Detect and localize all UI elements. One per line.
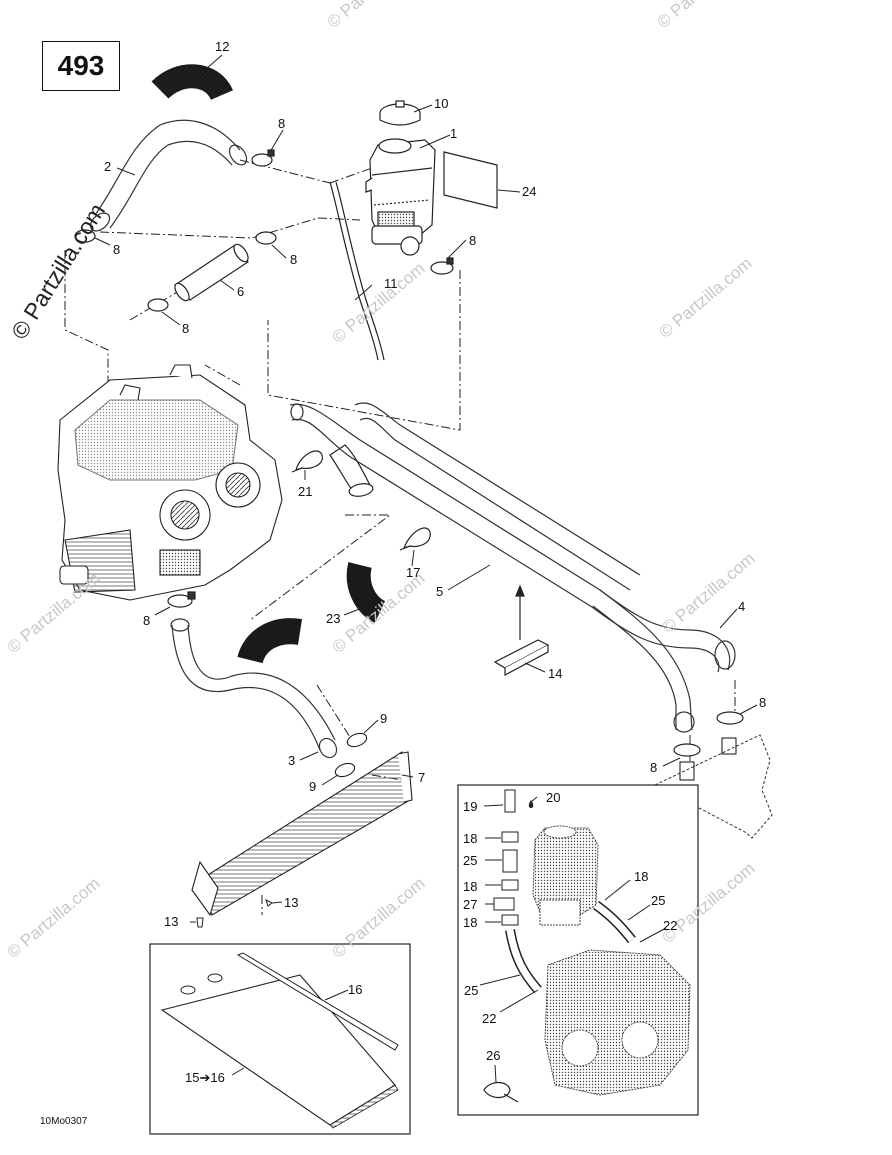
coolant-reservoir: [365, 138, 436, 256]
elbow-hose: [329, 444, 374, 497]
callout-27: 27: [463, 897, 478, 912]
page-number-box: 493: [42, 41, 120, 91]
callout-12: 12: [215, 39, 230, 54]
hose-2: [89, 119, 248, 232]
callout-25: 25: [463, 853, 478, 868]
callout-16: 16: [348, 982, 363, 997]
engine-block: [57, 364, 283, 601]
hose-12-corrugated: [151, 64, 233, 101]
callout-8: 8: [759, 695, 767, 710]
callout-5: 5: [436, 584, 444, 599]
callout-19: 19: [463, 799, 478, 814]
callout-23: 23: [326, 611, 341, 626]
callout-8: 8: [278, 116, 286, 131]
callout-8: 8: [650, 760, 658, 775]
clamps-9: [334, 732, 368, 778]
hose-3: [170, 618, 338, 759]
hoses-23-corrugated: [237, 562, 387, 665]
reservoir-cap-10: [379, 100, 421, 126]
callout-2: 2: [104, 159, 112, 174]
inset-box-16: [149, 943, 411, 1135]
callout-18: 18: [463, 879, 478, 894]
callout-11: 11: [384, 276, 398, 291]
clip-21: [291, 450, 323, 473]
callout-15-16: 15➔16: [185, 1070, 225, 1085]
vent-tube-11: [329, 181, 385, 361]
callout-10: 10: [434, 96, 449, 111]
callout-21: 21: [298, 484, 313, 499]
callout-25: 25: [651, 893, 666, 908]
hose-6: [174, 243, 249, 302]
heat-exchanger-7: [191, 751, 413, 917]
fittings-right: [679, 737, 737, 781]
callout-4: 4: [738, 599, 746, 614]
callout-7: 7: [418, 770, 426, 785]
callout-22: 22: [663, 918, 678, 933]
callout-18: 18: [634, 869, 649, 884]
callout-9: 9: [380, 711, 388, 726]
callout-8: 8: [469, 233, 477, 248]
callout-3: 3: [288, 753, 296, 768]
clamps: [74, 149, 744, 757]
callout-22: 22: [482, 1011, 497, 1026]
tube-5-and-4: [289, 402, 736, 733]
tunnel-plate: [653, 734, 773, 839]
callout-8: 8: [143, 613, 151, 628]
callout-18: 18: [463, 831, 478, 846]
inset-box-bleeder: [457, 784, 699, 1116]
leader-lines: [94, 54, 758, 1083]
callout-14: 14: [548, 666, 563, 681]
callout-9: 9: [309, 779, 317, 794]
callout-24: 24: [522, 184, 537, 199]
clip-17: [399, 527, 431, 551]
callout-26: 26: [486, 1048, 501, 1063]
callout-17: 17: [406, 565, 421, 580]
callout-8: 8: [182, 321, 190, 336]
callout-13: 13: [284, 895, 299, 910]
callout-25: 25: [464, 983, 479, 998]
callout-1: 1: [450, 126, 458, 141]
callout-18: 18: [463, 915, 478, 930]
decal-24: [443, 151, 498, 209]
callout-13: 13: [164, 914, 179, 929]
arrow-and-block-14: [493, 584, 550, 677]
callout-8: 8: [113, 242, 121, 257]
drawing-code: 10Mo0307: [40, 1116, 88, 1127]
screws-13: [196, 899, 273, 928]
callout-20: 20: [546, 790, 561, 805]
callout-8: 8: [290, 252, 298, 267]
callout-6: 6: [237, 284, 245, 299]
